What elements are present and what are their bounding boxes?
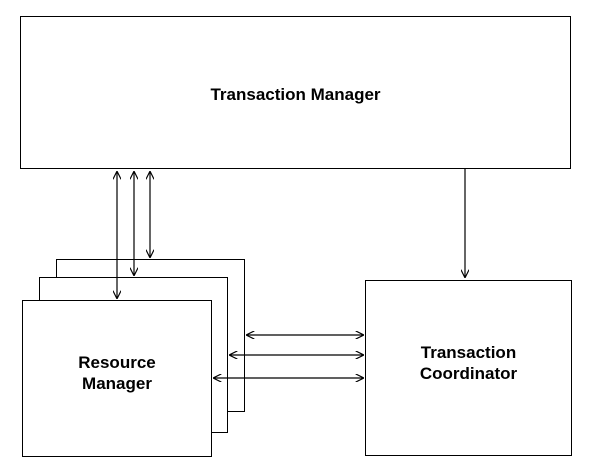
transaction-coordinator-label: Transaction Coordinator xyxy=(365,342,572,385)
transaction-coordinator-label-line2: Coordinator xyxy=(419,364,518,384)
resource-manager-label-line2: Manager xyxy=(82,374,152,394)
transaction-coordinator-box xyxy=(365,280,572,456)
transaction-coordinator-label-line1: Transaction xyxy=(420,343,517,362)
resource-manager-label: Resource Manager xyxy=(22,352,212,395)
transaction-manager-box xyxy=(20,16,571,169)
transaction-manager-label: Transaction Manager xyxy=(20,84,571,105)
transaction-manager-label-text: Transaction Manager xyxy=(210,85,381,104)
resource-manager-label-line1: Resource xyxy=(78,353,156,372)
resource-manager-box xyxy=(22,300,212,457)
